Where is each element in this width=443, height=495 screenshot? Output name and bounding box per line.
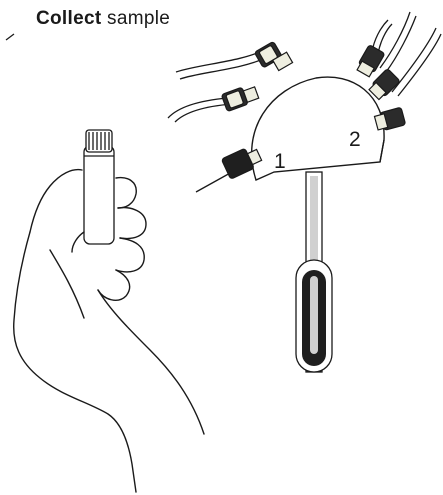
fitting-right-middle [368,68,401,101]
injection-valve-icon: 2 1 [252,77,384,180]
valve-stem [296,172,332,372]
fitting-lower-left [221,83,259,112]
fitting-right-top [355,45,385,78]
port-2-label: 2 [349,128,361,151]
fitting-upper-left [254,38,292,76]
sample-vial-icon [84,130,114,244]
port-1-label: 1 [274,150,286,173]
syringe-port-icon [196,144,263,192]
